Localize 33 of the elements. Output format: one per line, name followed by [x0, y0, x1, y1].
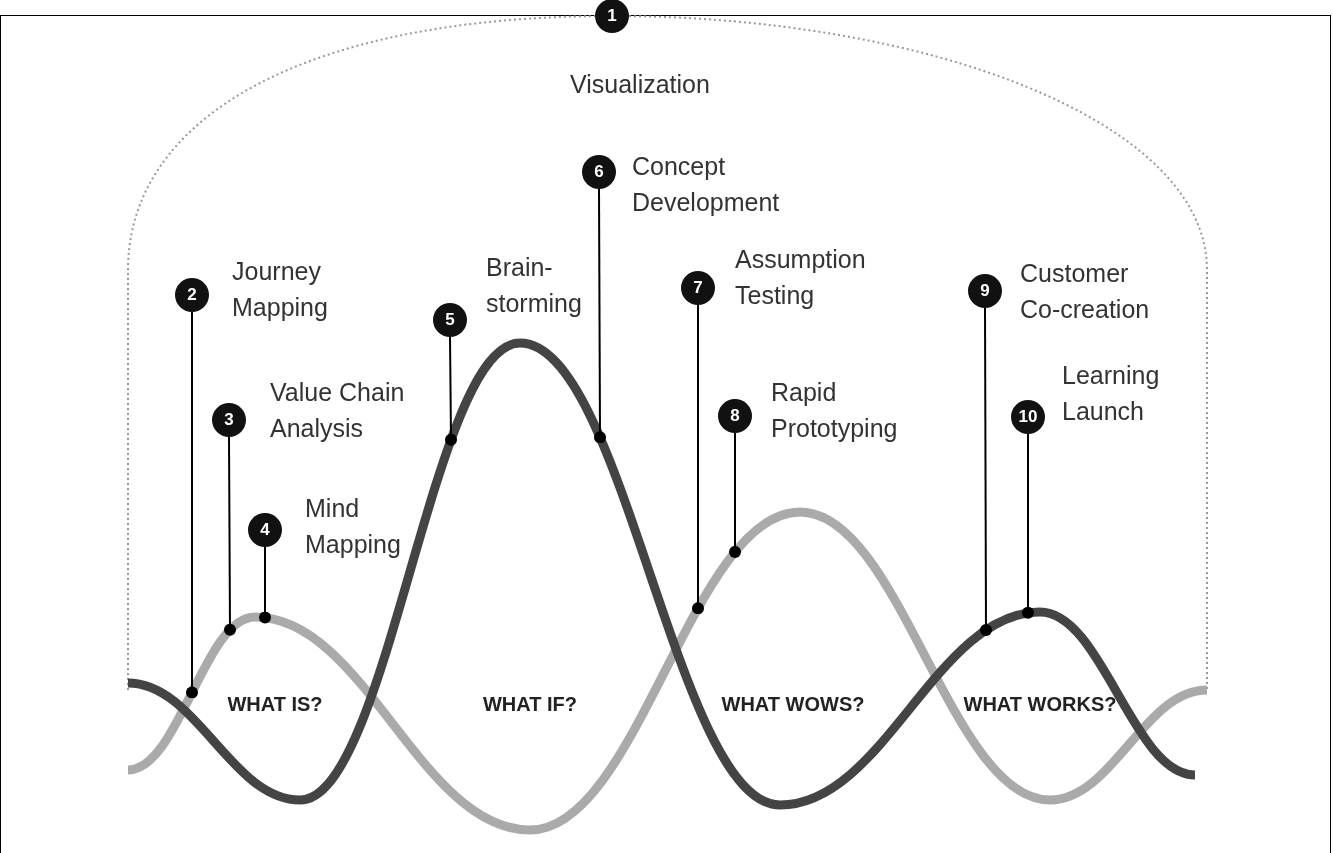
number-badge: 5 [433, 303, 467, 337]
step-label: Journey Mapping [232, 256, 329, 323]
number-badge: 8 [718, 399, 752, 433]
number-badge: 3 [212, 403, 246, 437]
number-badge: 2 [175, 278, 209, 312]
step-label: Mind Mapping [305, 493, 402, 560]
leader-line [1022, 433, 1034, 619]
leader-line [594, 188, 606, 444]
phase-label: WHAT IF? [483, 693, 577, 716]
phase-label: WHAT WORKS? [963, 693, 1117, 716]
step-label: Customer Co-creation [1020, 258, 1151, 325]
step-label: Rapid Prototyping [771, 377, 899, 444]
leader-line [259, 546, 271, 624]
leader-line [186, 311, 198, 699]
step-label: Assumption Testing [735, 244, 867, 311]
leader-line [729, 432, 741, 558]
number-badge: 6 [582, 155, 616, 189]
leader-line [445, 336, 457, 446]
leader-line [692, 304, 704, 615]
leader-line [980, 307, 992, 636]
step-label: Visualization [570, 69, 711, 100]
phase-label: WHAT IS? [227, 693, 323, 716]
step-label: Brain-storming [486, 252, 583, 319]
number-badge: 7 [681, 271, 715, 305]
number-badge: 4 [248, 513, 282, 547]
step-label: Value Chain Analysis [270, 377, 406, 444]
number-badge: 10 [1011, 400, 1045, 434]
phase-label: WHAT WOWS? [721, 693, 865, 716]
step-label: Learning Launch [1062, 360, 1161, 427]
number-badge: 9 [968, 274, 1002, 308]
number-badge: 1 [595, 0, 629, 33]
leader-line [224, 436, 236, 636]
step-label: Concept Development [632, 151, 781, 218]
